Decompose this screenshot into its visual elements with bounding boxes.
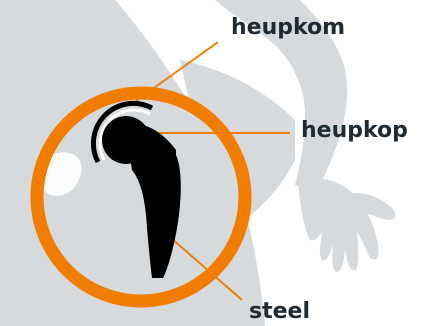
label-heupkop: heupkop bbox=[301, 120, 408, 142]
label-steel: steel bbox=[249, 301, 310, 323]
label-heupkom: heupkom bbox=[231, 17, 345, 39]
hand-shape bbox=[298, 178, 379, 272]
